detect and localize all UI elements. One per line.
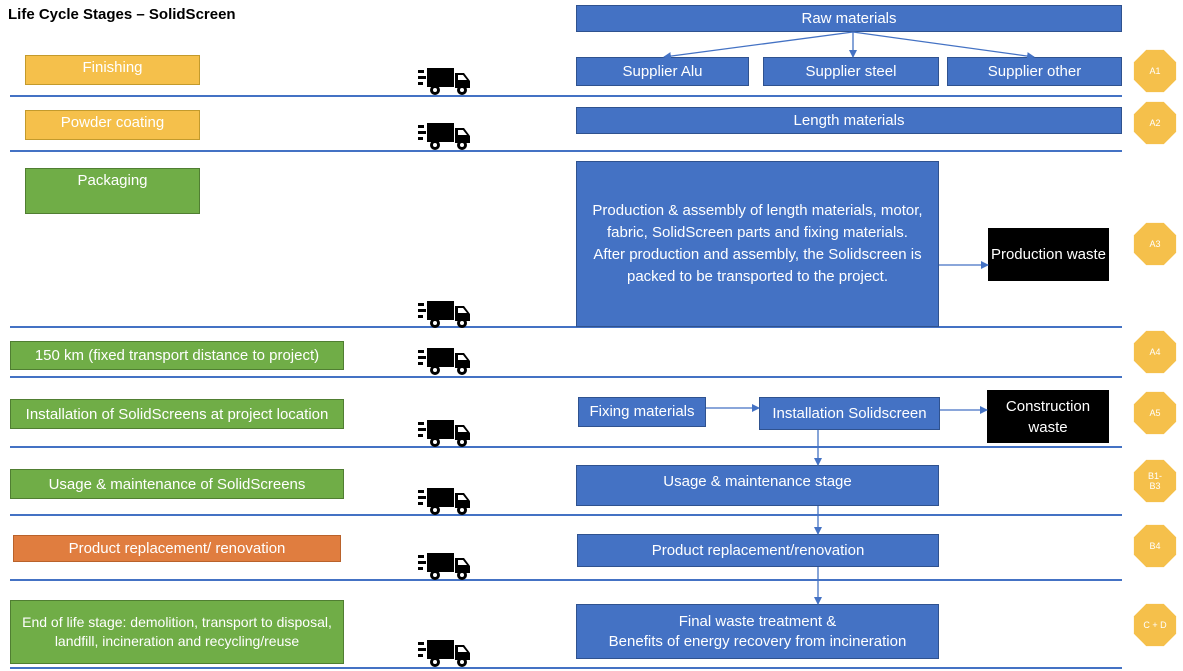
- truck-icon: [418, 488, 470, 515]
- truck-icon: [418, 348, 470, 375]
- truck-icon: [418, 553, 470, 580]
- stage-separator: [10, 95, 1122, 97]
- production-box: Production & assembly of length material…: [576, 161, 939, 327]
- stage-badge-a1: A1: [1133, 49, 1177, 93]
- stage-finishing: Finishing: [25, 55, 200, 85]
- stage-badge-b4: B4: [1133, 524, 1177, 568]
- replacement-stage-box: Product replacement/renovation: [577, 534, 939, 567]
- final-waste-box: Final waste treatment & Benefits of ener…: [576, 604, 939, 659]
- supplier-steel-box: Supplier steel: [763, 57, 939, 86]
- truck-icon: [418, 301, 470, 328]
- stage-badge-a4: A4: [1133, 330, 1177, 374]
- stage-badge-a3: A3: [1133, 222, 1177, 266]
- truck-icon: [418, 420, 470, 447]
- stage-packaging: Packaging: [25, 168, 200, 214]
- arrow-raw-to-other: [852, 31, 1035, 61]
- length-materials-box: Length materials: [576, 107, 1122, 134]
- stage-transport: 150 km (fixed transport distance to proj…: [10, 341, 344, 370]
- supplier-alu-box: Supplier Alu: [576, 57, 749, 86]
- stage-badge-c-d: C + D: [1133, 603, 1177, 647]
- stage-separator: [10, 150, 1122, 152]
- truck-icon: [418, 640, 470, 667]
- stage-replacement: Product replacement/ renovation: [13, 535, 341, 562]
- stage-powder-coating: Powder coating: [25, 110, 200, 140]
- truck-icon: [418, 68, 470, 95]
- stage-badge-a2: A2: [1133, 101, 1177, 145]
- stage-end-of-life: End of life stage: demolition, transport…: [10, 600, 344, 664]
- stage-separator: [10, 376, 1122, 378]
- stage-badge-a5: A5: [1133, 391, 1177, 435]
- final-waste-line-1: Final waste treatment &: [678, 612, 837, 630]
- usage-stage-box: Usage & maintenance stage: [576, 465, 939, 506]
- stage-separator: [10, 446, 1122, 448]
- stage-separator: [10, 579, 1122, 581]
- supplier-other-box: Supplier other: [947, 57, 1122, 86]
- stage-separator: [10, 514, 1122, 516]
- construction-waste-box: Construction waste: [987, 390, 1109, 443]
- production-waste-box: Production waste: [988, 228, 1109, 281]
- raw-materials-box: Raw materials: [576, 5, 1122, 32]
- final-waste-line-2: Benefits of energy recovery from inciner…: [608, 632, 907, 650]
- stage-separator: [10, 667, 1122, 669]
- stage-usage: Usage & maintenance of SolidScreens: [10, 469, 344, 499]
- stage-installation: Installation of SolidScreens at project …: [10, 399, 344, 429]
- truck-icon: [418, 123, 470, 150]
- stage-badge-b1-b3: B1-B3: [1133, 459, 1177, 503]
- stage-separator: [10, 326, 1122, 328]
- arrow-raw-to-alu: [663, 31, 854, 61]
- installation-solidscreen-box: Installation Solidscreen: [759, 397, 940, 430]
- page-title: Life Cycle Stages – SolidScreen: [8, 6, 236, 23]
- fixing-materials-box: Fixing materials: [578, 397, 706, 427]
